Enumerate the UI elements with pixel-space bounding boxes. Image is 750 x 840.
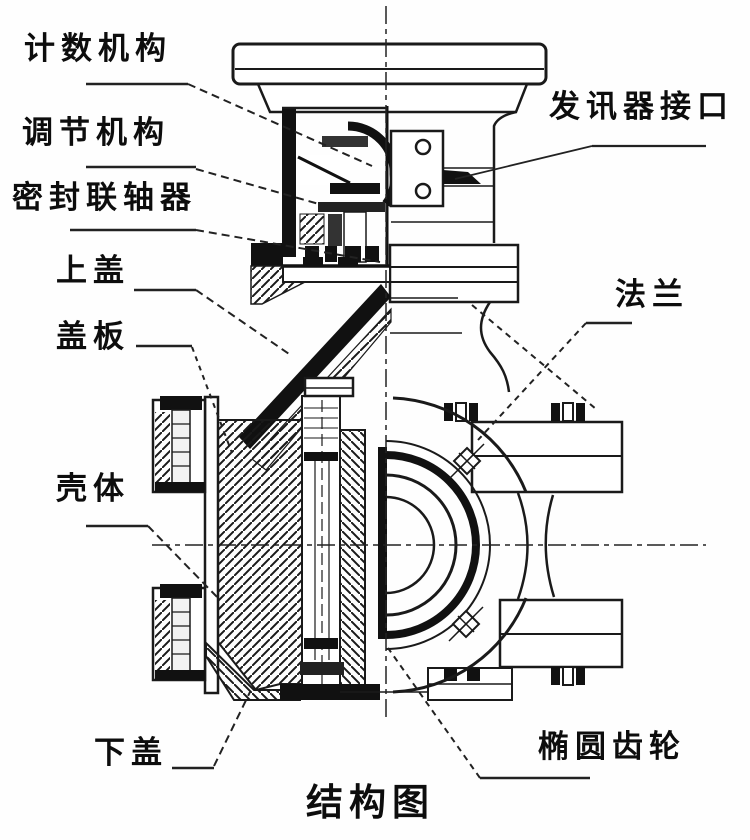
leader-coupling — [70, 228, 381, 263]
leader-transmitter-port — [454, 144, 706, 180]
left-flange-bolt-top — [151, 396, 207, 494]
leader-housing — [86, 524, 219, 599]
upper-pipe-flange — [444, 402, 624, 494]
gear-shaft — [300, 376, 355, 698]
housing-section — [205, 419, 387, 701]
leader-cover-plate — [136, 344, 233, 454]
leader-upper-cover — [134, 288, 293, 357]
sealed-coupling — [299, 202, 385, 263]
bearing-mark-lower — [448, 606, 484, 642]
left-flange-bolt-bottom — [151, 584, 207, 682]
bottom-plate — [280, 667, 513, 701]
label-flange: 法兰 — [615, 277, 689, 313]
pipe-throat-left-curve — [516, 492, 529, 600]
label-adjust-mechanism: 调节机构 — [22, 115, 170, 151]
neck-profile — [390, 297, 511, 393]
leader-lines — [70, 82, 706, 780]
leader-oval-gear — [387, 647, 590, 780]
figure-caption: 结构图 — [306, 781, 435, 824]
label-cover-plate: 盖板 — [56, 319, 130, 355]
leader-flange — [471, 304, 632, 441]
counter-head-housing — [282, 106, 517, 268]
top-cap — [231, 42, 548, 114]
leader-counter — [86, 82, 373, 167]
pipe-throat-right-curve — [544, 494, 556, 598]
centerlines — [152, 6, 706, 718]
label-lower-cover: 下盖 — [94, 735, 168, 771]
transmitter-bracket — [389, 129, 494, 223]
label-transmitter-port: 发讯器接口 — [549, 89, 734, 125]
label-oval-gear: 椭圆齿轮 — [538, 729, 686, 765]
label-housing: 壳体 — [56, 471, 130, 507]
label-counter-mechanism: 计数机构 — [24, 31, 172, 67]
leader-adjuster — [86, 165, 341, 211]
label-upper-cover: 上盖 — [56, 253, 130, 289]
label-sealed-coupling: 密封联轴器 — [12, 180, 197, 216]
bearing-mark-upper — [449, 443, 485, 479]
leader-lower-cover — [172, 691, 251, 770]
head-flange — [250, 243, 520, 305]
